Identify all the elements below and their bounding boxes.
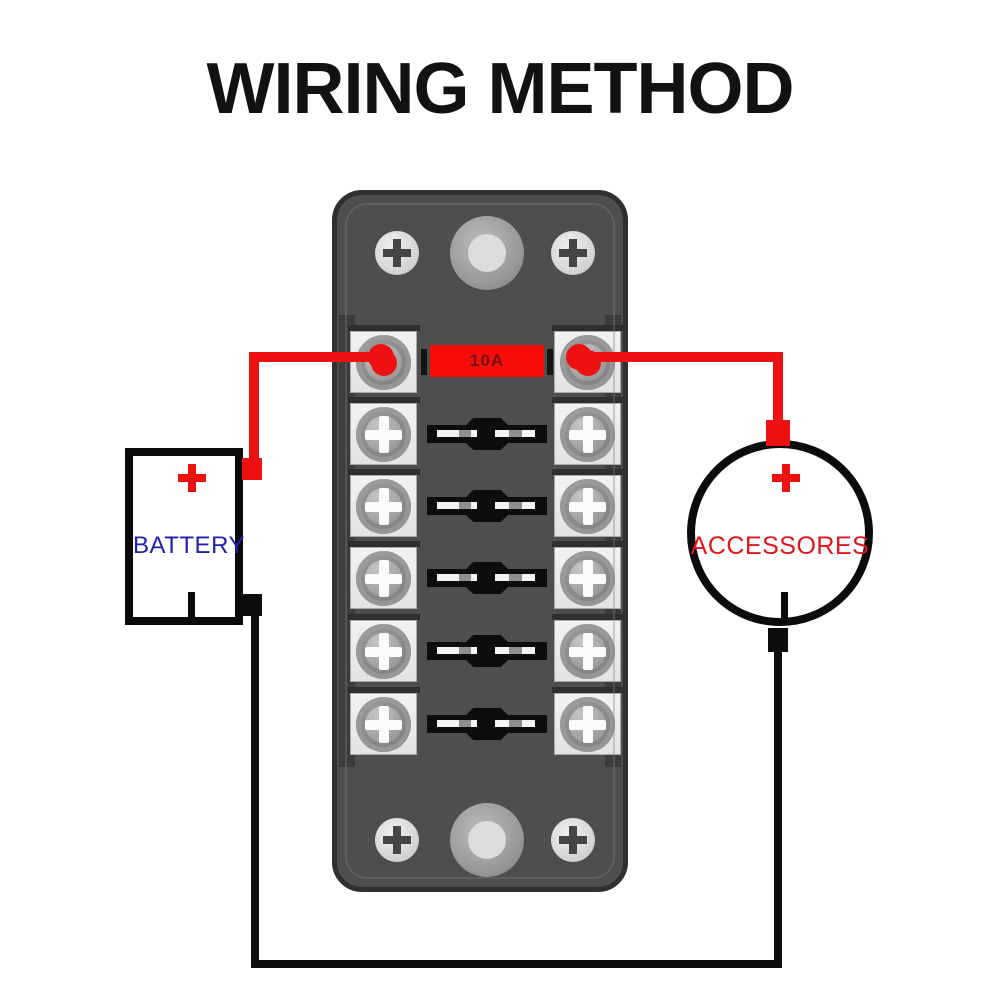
fuse-block: 10A (332, 190, 628, 892)
fuse-row (337, 397, 624, 465)
terminal-screw-icon (356, 624, 411, 679)
terminal-notch (552, 614, 624, 620)
terminal-notch (348, 397, 420, 403)
fuse-window (495, 647, 535, 654)
accessories-positive-connector (766, 420, 790, 446)
terminal-screw-icon (560, 551, 615, 606)
left-terminal (348, 397, 420, 465)
right-terminal (552, 469, 624, 537)
wire-connection-point (566, 344, 592, 370)
fuse-element (509, 502, 522, 509)
blade-fuse (423, 416, 551, 452)
right-terminal (552, 541, 624, 609)
terminal-notch (348, 614, 420, 620)
phillips-screw-icon (551, 818, 595, 862)
positive-wire-battery-vertical (249, 352, 259, 470)
fuse-rows: 10A (337, 195, 624, 887)
mounting-hole (450, 803, 524, 877)
negative-wire-battery-vertical (251, 604, 259, 968)
left-terminal (348, 541, 420, 609)
accessories-circle: ACCESSORES (687, 440, 873, 626)
fuse-element (509, 647, 522, 654)
positive-wire-accessories-vertical (773, 352, 783, 428)
positive-wire-battery-horizontal (249, 352, 381, 362)
fuse-element (459, 502, 471, 509)
terminal-notch (552, 541, 624, 547)
terminal-notch (552, 325, 624, 331)
positive-wire-accessories-horizontal (579, 352, 783, 362)
negative-terminal-icon (781, 592, 788, 619)
terminal-notch (348, 469, 420, 475)
terminal-screw-icon (356, 407, 411, 462)
mounting-hole-center (468, 821, 506, 859)
terminal-notch (348, 325, 420, 331)
blade-fuse (423, 488, 551, 524)
blade-fuse (423, 706, 551, 742)
right-terminal (552, 614, 624, 682)
fuse-element (509, 720, 522, 727)
phillips-screw-icon (375, 818, 419, 862)
fuse-window (495, 430, 535, 437)
left-terminal (348, 469, 420, 537)
fuse-window (437, 720, 477, 727)
fuse-row (337, 614, 624, 682)
accessories-negative-connector (768, 628, 788, 652)
right-terminal (552, 687, 624, 755)
fuse-element (459, 647, 471, 654)
fuse-element (459, 720, 471, 727)
fuse-element (459, 574, 471, 581)
fuse-window (495, 574, 535, 581)
battery-box: BATTERY (125, 448, 245, 625)
mounting-hole-center (468, 234, 506, 272)
negative-wire-bottom-horizontal (251, 960, 782, 968)
left-terminal (348, 614, 420, 682)
positive-terminal-icon (772, 464, 800, 492)
battery-label: BATTERY (133, 532, 245, 559)
positive-terminal-icon (178, 464, 206, 492)
fuse-window (437, 647, 477, 654)
fuse-window (495, 502, 535, 509)
terminal-screw-icon (356, 479, 411, 534)
fuse-window (437, 502, 477, 509)
fuse-end-cap (421, 349, 427, 375)
terminal-notch (552, 687, 624, 693)
terminal-notch (552, 469, 624, 475)
blade-fuse (423, 633, 551, 669)
terminal-screw-icon (560, 479, 615, 534)
fuse-element (509, 430, 522, 437)
fuse-end-cap (547, 349, 553, 375)
right-terminal (552, 397, 624, 465)
phillips-screw-icon (551, 231, 595, 275)
fuse-label: 10A (430, 345, 544, 377)
left-terminal (348, 687, 420, 755)
mounting-hole (450, 216, 524, 290)
terminal-notch (348, 687, 420, 693)
terminal-notch (348, 541, 420, 547)
fuse-window (437, 574, 477, 581)
terminal-screw-icon (560, 407, 615, 462)
battery-positive-connector (242, 458, 262, 480)
fuse-row (337, 469, 624, 537)
terminal-notch (552, 397, 624, 403)
wire-connection-point (368, 344, 394, 370)
phillips-screw-icon (375, 231, 419, 275)
terminal-screw-icon (560, 697, 615, 752)
fuse-row (337, 541, 624, 609)
fuse-row (337, 687, 624, 755)
red-fuse: 10A (421, 345, 553, 379)
negative-wire-accessories-vertical (774, 646, 782, 968)
fuse-element (459, 430, 471, 437)
blade-fuse (423, 560, 551, 596)
page-title: WIRING METHOD (206, 49, 795, 129)
accessories-label: ACCESSORES (690, 532, 870, 560)
fuse-element (509, 574, 522, 581)
terminal-screw-icon (356, 697, 411, 752)
fuse-window (437, 430, 477, 437)
terminal-screw-icon (560, 624, 615, 679)
negative-terminal-icon (188, 592, 195, 619)
terminal-screw-icon (356, 551, 411, 606)
fuse-window (495, 720, 535, 727)
